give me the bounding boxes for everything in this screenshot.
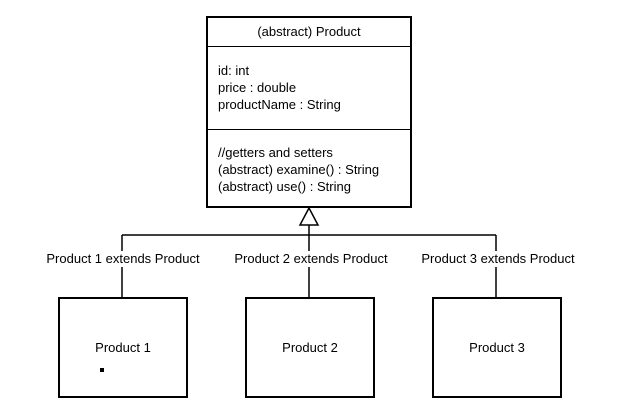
class-methods: //getters and setters (abstract) examine… [208,129,410,206]
method-use: (abstract) use() : String [218,179,351,194]
relationship-label-product-1: Product 1 extends Product [37,251,209,267]
class-attributes: id: int price : double productName : Str… [208,46,410,129]
product-1-label: Product 1 [95,340,151,355]
class-title: (abstract) Product [257,24,361,39]
product-2-label: Product 2 [282,340,338,355]
generalization-arrowhead [298,206,320,226]
cursor-dot [100,368,104,372]
method-comment: //getters and setters [218,145,333,160]
relationship-label-product-2: Product 2 extends Product [225,251,397,267]
method-examine: (abstract) examine() : String [218,162,380,177]
attribute-price: price : double [218,80,297,95]
product-3-label: Product 3 [469,340,525,355]
relationship-label-product-3: Product 3 extends Product [412,251,584,267]
attribute-product-name: productName : String [218,97,341,112]
product-1-box[interactable]: Product 1 [58,297,188,398]
attribute-id: id: int [218,63,250,78]
product-3-box[interactable]: Product 3 [432,297,562,398]
product-class-box[interactable]: (abstract) Product id: int price : doubl… [206,16,412,208]
product-2-box[interactable]: Product 2 [245,297,375,398]
